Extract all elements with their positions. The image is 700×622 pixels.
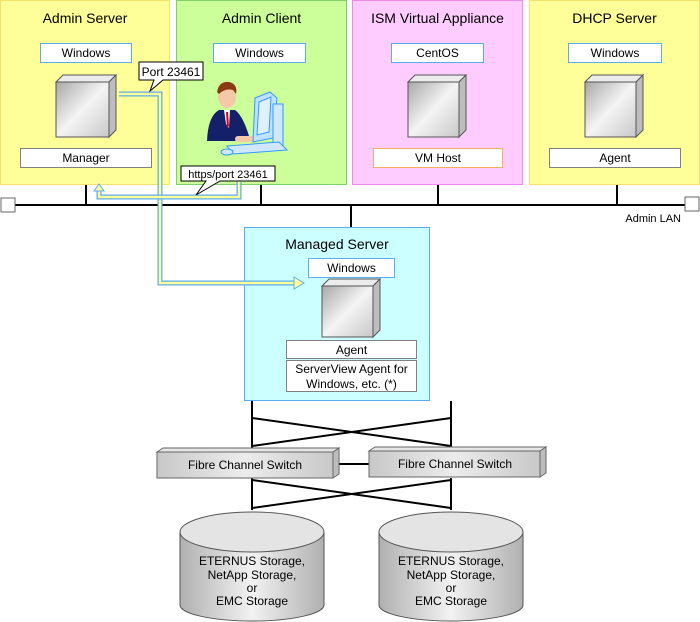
fibre-channel-switch-2: [367, 446, 548, 478]
storage-1: [179, 511, 325, 622]
storage-2-line1: ETERNUS Storage,: [398, 554, 504, 568]
managed-server-os-label: Windows: [308, 258, 395, 278]
admin-server-panel: Admin Server Windows Manager: [0, 0, 170, 185]
admin-server-title: Admin Server: [42, 10, 128, 26]
storage-2-line2: NetApp Storage,: [407, 568, 496, 582]
dhcp-server-os-label: Windows: [568, 43, 662, 63]
managed-server-panel: Managed Server Windows Agent ServerView …: [244, 227, 430, 401]
ism-appliance-vmhost-label: VM Host: [373, 148, 503, 168]
storage-1-line2: NetApp Storage,: [208, 568, 297, 582]
storage-1-line4: EMC Storage: [216, 594, 288, 608]
fibre-channel-switch-2-label: Fibre Channel Switch: [398, 457, 512, 471]
serverview-agent-label: ServerView Agent for Windows, etc. (*): [286, 360, 417, 392]
storage-2-line4: EMC Storage: [415, 594, 487, 608]
admin-lan-line: [0, 185, 700, 227]
san-wiring: [251, 401, 452, 510]
dhcp-server-agent-label: Agent: [549, 148, 681, 168]
managed-server-title: Managed Server: [285, 236, 389, 252]
admin-client-os-label: Windows: [213, 43, 306, 63]
ism-appliance-title: ISM Virtual Appliance: [371, 10, 504, 26]
dhcp-server-title: DHCP Server: [572, 10, 657, 26]
admin-client-title: Admin Client: [221, 10, 302, 26]
serverview-agent-line1: ServerView Agent for: [295, 362, 408, 376]
admin-server-os-label: Windows: [40, 43, 132, 63]
ism-appliance-os-label: CentOS: [391, 43, 484, 63]
fibre-channel-switch-1: [155, 447, 341, 479]
storage-2: [378, 511, 524, 622]
storage-1-line3: or: [247, 581, 258, 595]
dhcp-server-panel: DHCP Server Windows Agent: [529, 0, 700, 185]
serverview-agent-line2: Windows, etc. (*): [306, 377, 397, 391]
ism-appliance-panel: ISM Virtual Appliance CentOS VM Host: [352, 0, 523, 185]
admin-server-manager-label: Manager: [20, 148, 152, 168]
storage-1-line1: ETERNUS Storage,: [199, 554, 305, 568]
storage-2-line3: or: [446, 581, 457, 595]
managed-server-agent-label: Agent: [286, 340, 417, 359]
admin-client-panel: Admin Client Windows: [176, 0, 347, 185]
fibre-channel-switch-1-label: Fibre Channel Switch: [188, 458, 302, 472]
admin-lan-label: Admin LAN: [625, 213, 681, 225]
